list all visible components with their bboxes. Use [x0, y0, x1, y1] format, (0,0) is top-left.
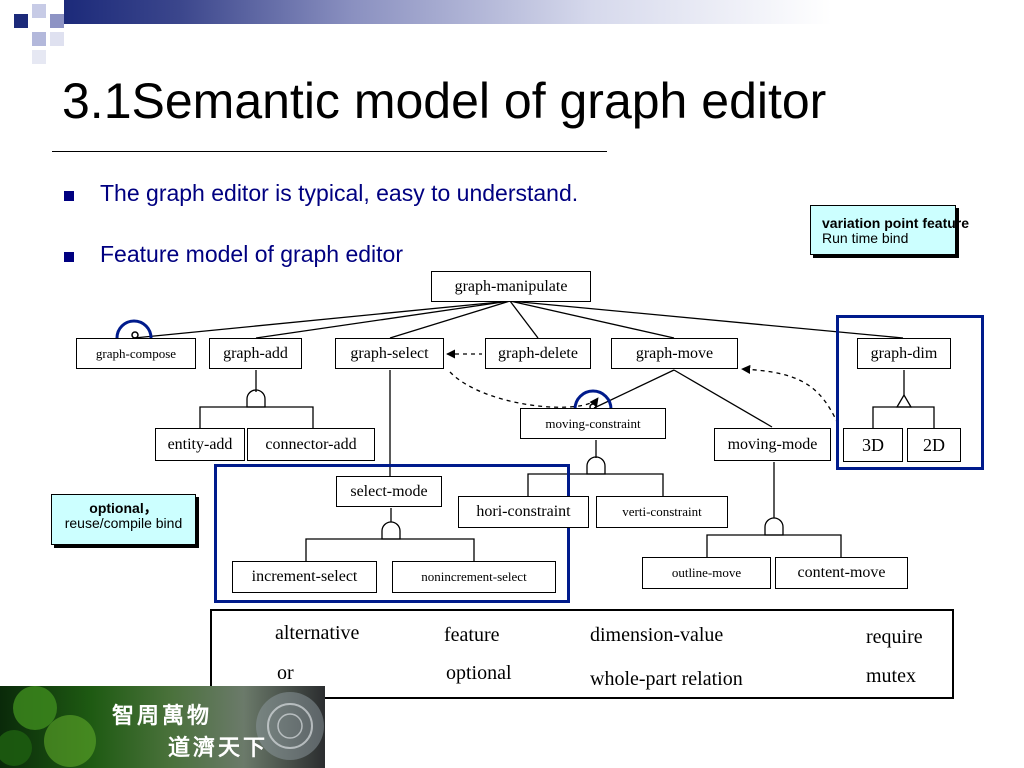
- feature-connector-add: connector-add: [247, 428, 375, 461]
- optional-callout: optional， reuse/compile bind: [51, 494, 196, 545]
- feature-select-mode: select-mode: [336, 476, 442, 507]
- or-symbol: [246, 389, 266, 408]
- feature-graph-select: graph-select: [335, 338, 444, 369]
- bullet-marker-1: [64, 191, 74, 201]
- feature-outline-move: outline-move: [642, 557, 771, 589]
- feature-graph-add: graph-add: [209, 338, 302, 369]
- callout-subtext: Run time bind: [822, 230, 909, 246]
- bullet-text-2: Feature model of graph editor: [100, 241, 404, 267]
- edge-manipulate-compose: [133, 300, 511, 339]
- edge-manipulate-add: [255, 300, 511, 339]
- or-symbol: [586, 456, 606, 475]
- page-title: 3.1Semantic model of graph editor: [62, 73, 827, 129]
- feature-increment-select: increment-select: [232, 561, 377, 593]
- campus-photo-banner: 智周萬物 道濟天下: [0, 686, 325, 768]
- variation-point-group-frame: [836, 315, 984, 470]
- optional-group-frame: [214, 464, 570, 603]
- bullet-text-1: The graph editor is typical, easy to und…: [100, 180, 579, 206]
- feature-graph-compose: graph-compose: [76, 338, 196, 369]
- callout-heading: optional，: [89, 500, 158, 516]
- feature-moving-mode: moving-mode: [714, 428, 831, 461]
- legend-dimension-value-label: dimension-value: [590, 624, 724, 646]
- feature-content-move: content-move: [775, 557, 908, 589]
- feature-moving-constraint: moving-constraint: [520, 408, 666, 439]
- feature-graph-move: graph-move: [611, 338, 738, 369]
- motto-line-2: 道濟天下: [168, 735, 269, 761]
- legend-alternative-label: alternative: [275, 622, 360, 644]
- feature-graph-manipulate: graph-manipulate: [431, 271, 591, 302]
- logo-square-1: [14, 14, 28, 28]
- logo-square-6: [32, 50, 46, 64]
- logo-square-4: [32, 32, 46, 46]
- legend-or-label: or: [277, 662, 294, 684]
- feature-3d: 3D: [843, 428, 903, 462]
- logo-square-2: [32, 4, 46, 18]
- legend-require-label: require: [866, 626, 923, 648]
- feature-entity-add: entity-add: [155, 428, 245, 461]
- require-arrow-select-constraint: [449, 371, 599, 408]
- bullet-marker-2: [64, 252, 74, 262]
- motto-line-1: 智周萬物: [112, 703, 213, 729]
- or-symbol: [381, 521, 401, 540]
- variation-point-callout: variation point feature Run time bind: [810, 205, 970, 255]
- title-divider: [52, 151, 607, 152]
- legend-whole-part-label: whole-part relation: [590, 668, 743, 690]
- logo-square-3: [50, 14, 64, 28]
- feature-graph-dim: graph-dim: [857, 338, 951, 369]
- callout-subtext: reuse/compile bind: [64, 515, 183, 531]
- edge-manipulate-delete: [509, 300, 539, 339]
- legend-optional-label: optional: [446, 662, 512, 684]
- feature-graph-delete: graph-delete: [485, 338, 591, 369]
- feature-2d: 2D: [907, 428, 961, 462]
- header-gradient-bar: [64, 0, 1024, 24]
- legend-feature-label: feature: [444, 624, 500, 646]
- edge-manipulate-move: [509, 300, 675, 339]
- legend: [210, 609, 954, 699]
- or-symbol: [764, 517, 784, 536]
- feature-hori-constraint: hori-constraint: [458, 496, 589, 528]
- feature-verti-constraint: verti-constraint: [596, 496, 728, 528]
- callout-heading: variation point feature: [822, 215, 970, 231]
- feature-nonincrement-select: nonincrement-select: [392, 561, 556, 593]
- require-arrow-dim-move: [741, 364, 839, 425]
- logo-square-5: [50, 32, 64, 46]
- edge-manipulate-select: [389, 300, 511, 339]
- campus-photo-illustration: [0, 686, 324, 767]
- legend-mutex-label: mutex: [866, 665, 916, 687]
